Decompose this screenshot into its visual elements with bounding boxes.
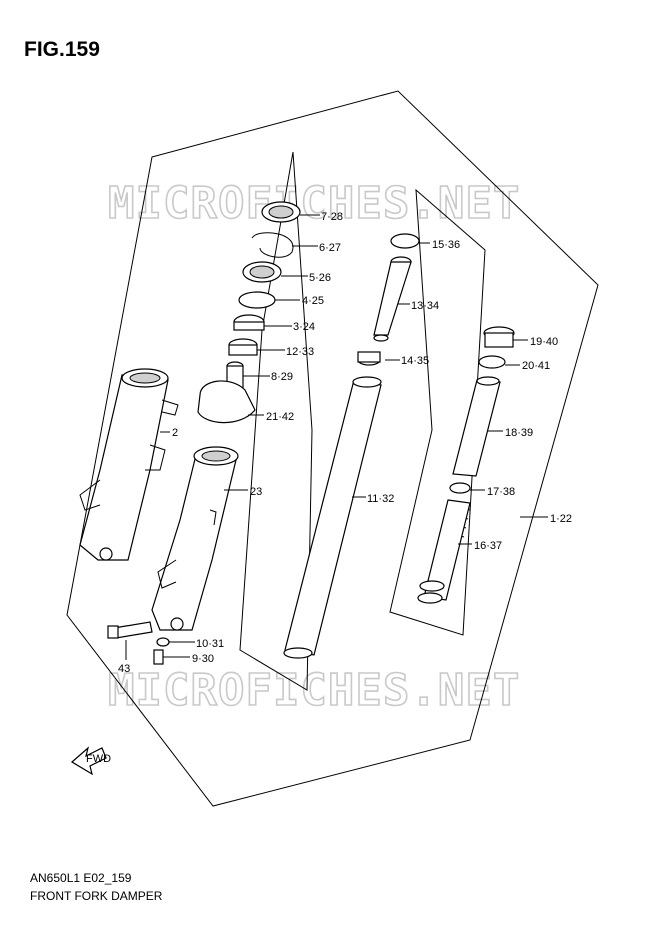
callout-9-30: 9·30 [192, 653, 214, 665]
callout-7-28: 7·28 [321, 211, 343, 223]
outer-tube-right [151, 446, 239, 631]
callout-14-35: 14·35 [401, 355, 429, 367]
assembly-frame-outer [66, 90, 599, 807]
fwd-label: FWD [86, 753, 111, 765]
callout-43: 43 [118, 663, 130, 675]
callout-4-25: 4·25 [302, 295, 324, 307]
callout-5-26: 5·26 [309, 272, 331, 284]
callout-21-42: 21·42 [266, 411, 294, 423]
callout-11-32: 11·32 [367, 493, 394, 505]
callout-3-24: 3·24 [293, 321, 315, 333]
callout-16-37: 16·37 [474, 540, 502, 552]
callout-15-36: 15·36 [432, 239, 460, 251]
inner-tube [283, 351, 382, 659]
watermark-bottom: MICROFICHES.NET [108, 665, 520, 716]
outer-tube-left [79, 368, 179, 561]
callout-23: 23 [250, 486, 262, 498]
callout-17-38: 17·38 [487, 486, 515, 498]
leader-lines [125, 214, 548, 660]
callout-20-41: 20·41 [522, 360, 550, 372]
cartridge-parts [417, 326, 515, 604]
cartridge-group-frame [389, 188, 486, 636]
callout-8-29: 8·29 [271, 371, 293, 383]
callout-10-31: 10·31 [196, 638, 224, 650]
bolts [107, 621, 170, 665]
callout-1-22: 1·22 [550, 513, 572, 525]
callout-13-34: 13·34 [411, 300, 439, 312]
callout-18-39: 18·39 [505, 427, 533, 439]
seal-stack [197, 201, 301, 424]
section-name: FRONT FORK DAMPER [30, 889, 163, 903]
callout-2: 2 [172, 427, 178, 439]
callout-19-40: 19·40 [530, 336, 558, 348]
damper-rod [373, 233, 420, 342]
model-code: AN650L1 E02_159 [30, 871, 132, 885]
callout-6-27: 6·27 [319, 242, 341, 254]
callout-12-33: 12·33 [286, 346, 314, 358]
figure-title: FIG.159 [24, 38, 100, 61]
watermark-top: MICROFICHES.NET [108, 178, 520, 229]
forward-direction-arrow: FWD [70, 746, 111, 776]
